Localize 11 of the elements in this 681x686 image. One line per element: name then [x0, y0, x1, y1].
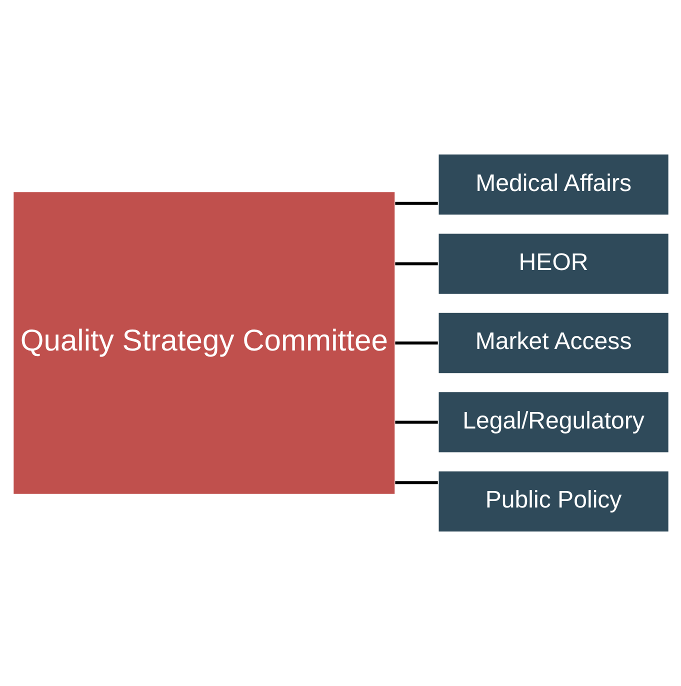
node-box: Market Access: [437, 312, 669, 374]
node-box: Public Policy: [437, 470, 669, 532]
connector: [394, 420, 438, 424]
connector: [394, 262, 438, 266]
connector: [394, 481, 438, 484]
connector: [394, 202, 438, 205]
node-box: Quality Strategy Committee: [12, 191, 396, 495]
node-box: HEOR: [437, 232, 669, 295]
node-box: Medical Affairs: [437, 154, 669, 216]
node-box: Legal/Regulatory: [437, 391, 669, 454]
connector: [394, 342, 438, 344]
